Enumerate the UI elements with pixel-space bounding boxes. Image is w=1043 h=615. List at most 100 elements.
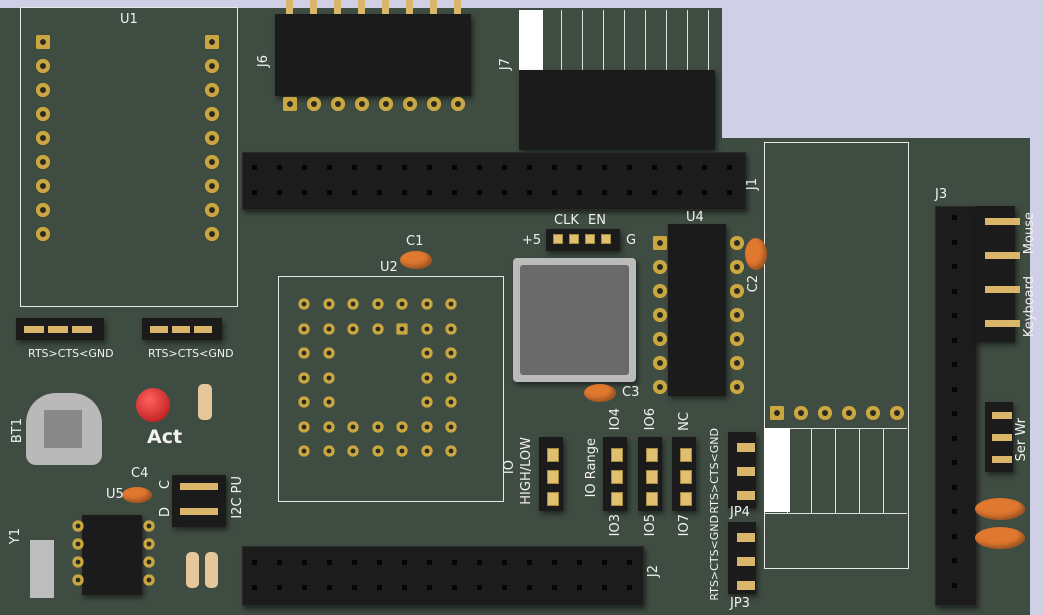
u1-pad (36, 107, 50, 121)
j2-pin (502, 560, 507, 565)
y1-ref: Y1 (8, 528, 23, 545)
j6-pin (334, 0, 341, 14)
jp3-label: RTS>CTS<GND (708, 515, 721, 601)
module-pad (842, 406, 856, 420)
j2-pin (427, 560, 432, 565)
u5-pad (72, 556, 84, 568)
clk-en-pin (569, 234, 579, 244)
u2-pad (298, 298, 310, 310)
j2-pin (277, 560, 282, 565)
u2-pad (396, 322, 408, 335)
module-pad (890, 406, 904, 420)
u2-pad (298, 445, 310, 457)
j6-pin (310, 0, 317, 14)
j2-pin (352, 560, 357, 565)
j6-pin (406, 0, 413, 14)
bt1-ref: BT1 (10, 418, 25, 444)
j3-pin (952, 264, 957, 269)
mouse-label: Mouse (1022, 212, 1037, 255)
keyboard-label: Keyboard (1022, 276, 1037, 338)
jumper-pin (547, 448, 559, 462)
j3-ref: J3 (935, 187, 948, 202)
j2-pin (627, 560, 632, 565)
u2-pad (322, 420, 335, 433)
j6-pin (454, 0, 461, 14)
u2-pad (445, 396, 457, 408)
u4-pad (730, 284, 744, 298)
j6-pin (430, 0, 437, 14)
io-label: IO (502, 460, 517, 475)
battery-contact (44, 410, 82, 448)
u1-pad (36, 35, 50, 49)
u4-pad (653, 284, 667, 298)
j2-pin (252, 585, 257, 590)
j6-pad (451, 97, 465, 111)
u1-pad (205, 107, 219, 121)
u5-ref: U5 (106, 487, 124, 502)
u2-pad (322, 298, 335, 310)
j1-pin (377, 190, 382, 195)
u2-pad (445, 347, 457, 359)
j1-pin (677, 165, 682, 170)
u2-pad (445, 445, 457, 457)
u2-pad (445, 371, 457, 384)
j3-pin (952, 362, 957, 367)
io5-label: IO5 (643, 514, 658, 537)
jp3-ref: JP3 (730, 596, 750, 611)
u2-pad (298, 322, 310, 335)
jumper-pin (680, 448, 692, 462)
u2-pad (322, 445, 335, 457)
u1-pad (205, 179, 219, 193)
j2-pin (352, 585, 357, 590)
j2-pin (377, 560, 382, 565)
j2-pin (502, 585, 507, 590)
j3-pin (952, 558, 957, 563)
i2c-label: I2C PU (230, 476, 245, 519)
u2-pad (371, 322, 384, 335)
clk-label: CLK (554, 213, 579, 228)
u4-pad (653, 380, 667, 394)
u2-pad (420, 396, 433, 408)
u5-pad (72, 538, 84, 550)
km-pin (985, 218, 1020, 225)
c1-capacitor (400, 251, 432, 269)
j1-pin (277, 190, 282, 195)
j1-pin (727, 165, 732, 170)
u5-ic (82, 515, 142, 595)
j1-pin (352, 165, 357, 170)
jp4-ref: JP4 (730, 505, 750, 520)
j3-header (935, 206, 977, 606)
jumper-pin (646, 448, 658, 462)
j1-pin (552, 165, 557, 170)
j2-pin (452, 560, 457, 565)
j1-pin (527, 165, 532, 170)
u5-pad (143, 574, 155, 586)
c1-ref: C1 (406, 234, 424, 249)
u2-pad (347, 298, 359, 310)
u5-pad (72, 574, 84, 586)
u2-pad (371, 445, 384, 457)
c2-ref: C2 (746, 275, 761, 293)
u1-pad (36, 59, 50, 73)
j2-pin (602, 585, 607, 590)
j6-pad (307, 97, 321, 111)
j1-pin (577, 165, 582, 170)
j1-header (242, 152, 746, 210)
j1-pin (327, 190, 332, 195)
module-pad (818, 406, 832, 420)
u1-pad (36, 155, 50, 169)
c4-capacitor (122, 487, 152, 503)
u1-ref: U1 (120, 12, 138, 27)
j7-ref: J7 (498, 58, 513, 71)
u5-pad (143, 538, 155, 550)
j3-pin (952, 337, 957, 343)
u4-ic (668, 224, 726, 396)
j1-pin (252, 165, 257, 170)
i2c-pin (180, 508, 218, 515)
j2-pin (577, 560, 582, 565)
c4-ref: C4 (131, 466, 149, 481)
j6-pin (286, 0, 293, 14)
j2-pin (527, 585, 532, 590)
io4-label: IO4 (608, 408, 623, 431)
u4-pad (730, 380, 744, 394)
